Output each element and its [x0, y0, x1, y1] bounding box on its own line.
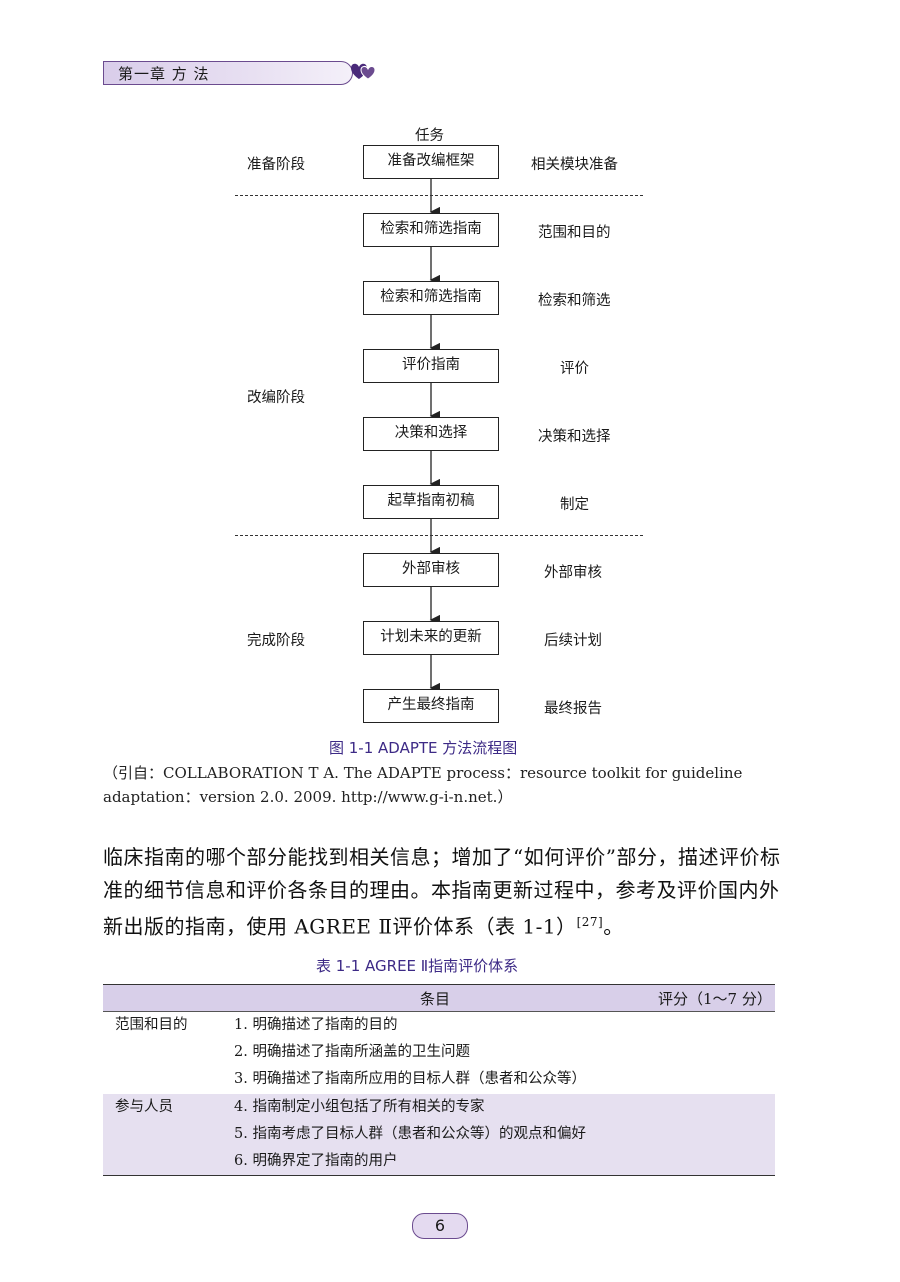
flow-step: 产生最终指南 — [363, 689, 499, 723]
flow-step: 起草指南初稿 — [363, 485, 499, 519]
module-label: 决策和选择 — [538, 429, 611, 445]
flow-step: 计划未来的更新 — [363, 621, 499, 655]
flow-step: 评价指南 — [363, 349, 499, 383]
citation-ref: [27] — [576, 915, 604, 929]
module-label: 制定 — [560, 497, 589, 513]
module-label: 最终报告 — [544, 701, 602, 717]
task-heading: 任务 — [415, 128, 444, 144]
table-item: 6. 明确界定了指南的用户 — [234, 1153, 398, 1169]
table-item: 3. 明确描述了指南所应用的目标人群（患者和公众等） — [234, 1071, 586, 1087]
table-row: 范围和目的 1. 明确描述了指南的目的 — [103, 1012, 775, 1039]
body-text: 。 — [603, 914, 624, 939]
phase-label: 改编阶段 — [247, 390, 305, 406]
column-header-item: 条目 — [420, 990, 451, 1008]
flow-step: 外部审核 — [363, 553, 499, 587]
column-header-score: 评分（1～7 分） — [658, 990, 772, 1008]
flow-step: 准备改编框架 — [363, 145, 499, 179]
flow-step: 检索和筛选指南 — [363, 213, 499, 247]
flow-step: 决策和选择 — [363, 417, 499, 451]
table-item: 2. 明确描述了指南所涵盖的卫生问题 — [234, 1044, 470, 1060]
body-paragraph-line: 新出版的指南，使用 AGREE Ⅱ评价体系（表 1-1）[27]。 — [103, 906, 624, 944]
body-text: 新出版的指南，使用 AGREE Ⅱ评价体系（表 1-1） — [103, 914, 577, 939]
table-caption: 表 1-1 AGREE Ⅱ指南评价体系 — [316, 957, 519, 975]
table-row: 6. 明确界定了指南的用户 — [103, 1148, 775, 1176]
module-label: 检索和筛选 — [538, 293, 611, 309]
figure-citation: adaptation：version 2.0. 2009. http://www… — [103, 788, 513, 806]
phase-label: 完成阶段 — [247, 633, 305, 649]
phase-divider — [235, 535, 643, 536]
phase-divider — [235, 195, 643, 196]
table-item: 4. 指南制定小组包括了所有相关的专家 — [234, 1099, 485, 1115]
table-row: 3. 明确描述了指南所应用的目标人群（患者和公众等） — [103, 1066, 775, 1093]
module-label: 后续计划 — [544, 633, 602, 649]
figure-caption: 图 1-1 ADAPTE 方法流程图 — [329, 739, 518, 757]
module-label: 范围和目的 — [538, 225, 611, 241]
flow-step: 检索和筛选指南 — [363, 281, 499, 315]
module-label: 评价 — [560, 361, 589, 377]
chapter-header: 第一章 方 法 — [103, 61, 353, 85]
table-header: 条目 评分（1～7 分） — [103, 984, 775, 1012]
table-row: 2. 明确描述了指南所涵盖的卫生问题 — [103, 1039, 775, 1066]
flowchart-arrows — [429, 179, 441, 694]
module-label: 外部审核 — [544, 565, 602, 581]
figure-citation: （引自：COLLABORATION T A. The ADAPTE proces… — [103, 764, 743, 782]
table-group: 范围和目的 — [115, 1017, 188, 1033]
phase-label: 准备阶段 — [247, 157, 305, 173]
hearts-icon — [351, 63, 376, 80]
table-item: 1. 明确描述了指南的目的 — [234, 1017, 398, 1033]
page-number: 6 — [412, 1213, 468, 1239]
module-label: 相关模块准备 — [531, 157, 618, 173]
table-item: 5. 指南考虑了目标人群（患者和公众等）的观点和偏好 — [234, 1126, 586, 1142]
table-row: 5. 指南考虑了目标人群（患者和公众等）的观点和偏好 — [103, 1121, 775, 1148]
table-group: 参与人员 — [115, 1099, 173, 1115]
body-paragraph-line: 临床指南的哪个部分能找到相关信息；增加了“如何评价”部分，描述评价标 — [103, 845, 781, 869]
table-row: 参与人员 4. 指南制定小组包括了所有相关的专家 — [103, 1094, 775, 1121]
body-paragraph-line: 准的细节信息和评价各条目的理由。本指南更新过程中，参考及评价国内外 — [103, 878, 780, 902]
